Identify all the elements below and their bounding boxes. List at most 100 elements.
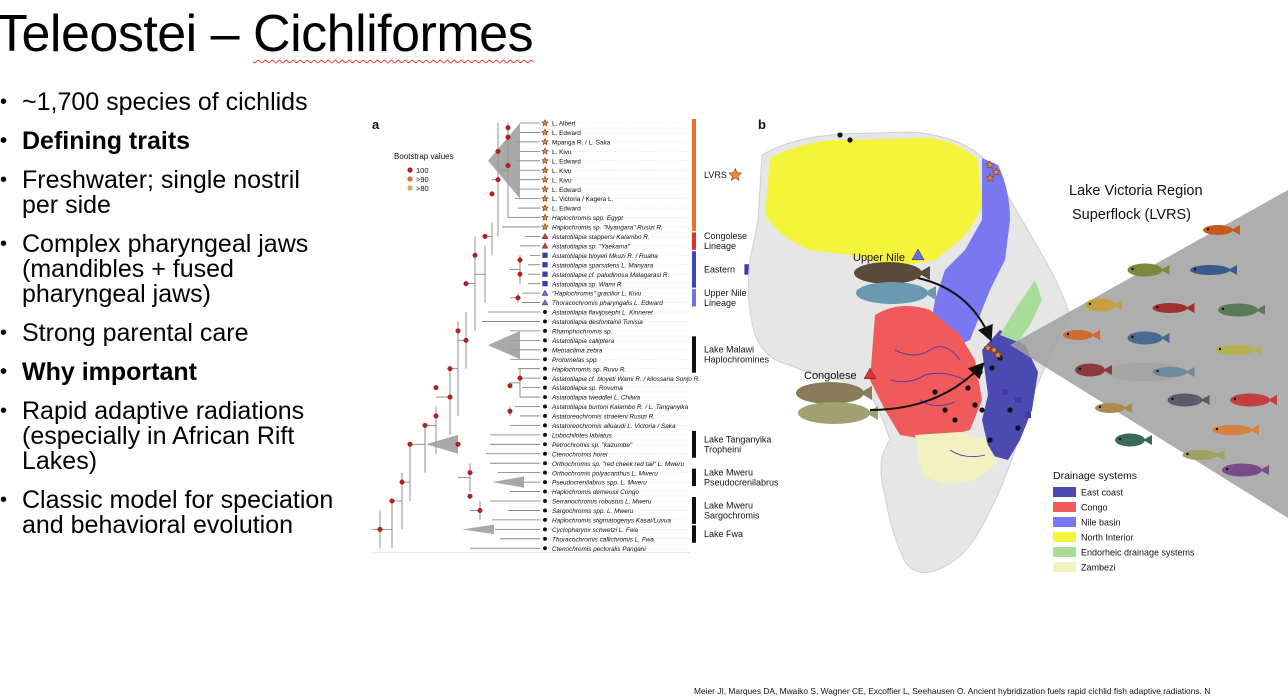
- bootstrap-node-dot: [433, 413, 439, 419]
- citation-prefix: Meier JI, Marques DA,: [694, 686, 780, 696]
- cichlid-fish: [1215, 345, 1262, 355]
- legend-label: Congo: [1081, 503, 1108, 513]
- star-marker: [541, 222, 549, 231]
- bootstrap-node-dot: [472, 252, 478, 258]
- taxon-label: Astatotilapia sp. Rovuma: [551, 385, 623, 392]
- taxon-label: L. Edward: [552, 206, 581, 213]
- group-label: Congolese: [704, 231, 747, 241]
- collapsed-clade-pseudocrenilabrus: [492, 476, 524, 488]
- group-label: Upper Nile: [704, 288, 747, 298]
- dot-marker: [543, 470, 547, 475]
- dot-marker: [543, 413, 547, 418]
- citation: Meier JI, Marques DA, Mwaiko S, Wagner C…: [694, 686, 1288, 696]
- fish-tail: [1113, 300, 1122, 310]
- endorheic-region: [1000, 280, 1042, 342]
- star-marker: [541, 156, 549, 165]
- group-label: Lake Tanganyika: [704, 434, 771, 444]
- bootstrap-node-dot: [517, 375, 523, 381]
- bootstrap-node-dot: [377, 526, 383, 532]
- group-label: Lineage: [704, 298, 736, 308]
- bootstrap-node-dot: [495, 177, 501, 183]
- bullet-list: ~1,700 species of cichlidsDefining trait…: [0, 90, 370, 552]
- group-bar: [692, 430, 696, 458]
- group-label: Lake Mweru: [704, 467, 753, 477]
- fish-eye: [1218, 347, 1222, 351]
- fish-tail: [1123, 403, 1132, 413]
- bootstrap-dot: [407, 185, 413, 191]
- bullet-item: Strong parental care: [0, 321, 370, 347]
- taxon-label: Astatotilapia calliptera: [551, 338, 615, 345]
- fish-body: [1063, 330, 1093, 340]
- title-underlined: Cichliformes: [253, 5, 534, 63]
- dot-marker: [543, 366, 547, 371]
- taxon-label: L. Kivu: [552, 177, 572, 184]
- fish-tail: [1260, 465, 1269, 475]
- sampling-point: [987, 437, 993, 443]
- fish-tail: [918, 266, 930, 280]
- star-marker: [541, 204, 549, 212]
- fish-eye: [1156, 305, 1159, 309]
- group-label: Lake Mweru: [704, 500, 753, 510]
- dot-marker: [543, 357, 547, 362]
- taxon-label: "Haplochromis" gracilior L. Kivu: [552, 291, 642, 298]
- star-marker: [541, 166, 549, 174]
- group-label: LVRS: [704, 170, 727, 180]
- dot-marker: [543, 442, 547, 447]
- fish-eye: [1233, 397, 1237, 401]
- cichlid-fish: [1218, 303, 1265, 317]
- sampling-point: [1007, 407, 1013, 413]
- square-marker: [542, 252, 548, 258]
- fish-body: [1095, 403, 1125, 413]
- dot-marker: [543, 404, 547, 409]
- bootstrap-node-dot: [482, 233, 488, 239]
- lvrs-sample-star: [985, 160, 995, 169]
- legend-label: Endorheic drainage systems: [1081, 548, 1195, 558]
- group-bar: [692, 468, 696, 487]
- star-marker: [541, 194, 549, 202]
- taxon-label: Metriaclima zebra: [552, 347, 603, 354]
- river-line: [894, 346, 961, 361]
- taxon-label: Orthochromis polyacanthus L. Mweru: [552, 470, 658, 477]
- congo-region: [870, 306, 982, 440]
- panel-b-label: b: [758, 117, 766, 132]
- taxon-label: Haplochromis demeusii Congo: [552, 489, 639, 496]
- fish-body: [1115, 433, 1145, 447]
- upper-nile-arrow: [917, 277, 993, 342]
- cichlid-fish: [1212, 425, 1259, 435]
- bootstrap-node-dot: [407, 441, 413, 447]
- bootstrap-node-dot: [447, 394, 453, 400]
- north-interior-region: [765, 138, 982, 268]
- star-marker: [541, 118, 549, 127]
- upper-nile-triangle: [911, 248, 925, 261]
- citation-suffix: L, Seehausen O. Ancient hybridization fu…: [900, 686, 1211, 696]
- sampling-point: [1015, 425, 1021, 431]
- fish-body: [1222, 463, 1262, 477]
- fish-body: [1085, 298, 1115, 312]
- taxon-label: Astatotilapia sp. Wami R.: [551, 281, 623, 288]
- taxon-label: Astatotilapia bloyeti Mkuzi R. / Ruaha: [551, 253, 658, 260]
- dot-marker: [543, 347, 547, 352]
- sampling-point: [942, 407, 948, 413]
- fish-body: [1230, 393, 1270, 407]
- fish-eye: [1171, 397, 1174, 401]
- cichlid-fish: [1152, 303, 1195, 313]
- fish-tail: [1250, 425, 1259, 435]
- taxon-label: Mpanga R. / L. Saka: [552, 140, 611, 147]
- sampling-point: [837, 132, 843, 138]
- bootstrap-dot: [407, 167, 413, 173]
- taxon-label: Thoracochromis callichromis L. Fwa: [552, 536, 654, 543]
- bootstrap-node-dot: [447, 366, 453, 372]
- bullet-item: Freshwater; single nostril per side: [0, 168, 342, 218]
- fish-eye: [1215, 427, 1219, 431]
- taxon-label: Astatotilapia sp. "Yaekama": [551, 243, 631, 250]
- taxon-label: Astatotilapia flavijosephi L. Kinneret: [551, 310, 653, 317]
- bullet-item: Why important: [0, 360, 370, 386]
- upper-nile-label: Upper Nile: [853, 252, 905, 264]
- legend-swatch: [1053, 532, 1076, 542]
- bootstrap-node-dot: [389, 498, 395, 504]
- drainage-legend-title: Drainage systems: [1053, 470, 1137, 482]
- dot-marker: [543, 376, 547, 381]
- taxon-label: L. Edward: [552, 130, 581, 137]
